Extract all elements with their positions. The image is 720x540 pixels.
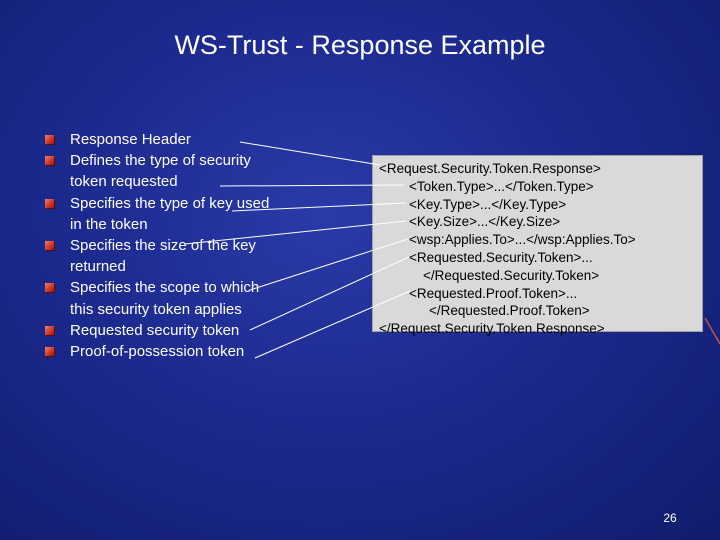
square-bullet-icon xyxy=(45,135,54,144)
code-line: <Key.Type>...</Key.Type> xyxy=(409,196,567,212)
connector-edge-stub xyxy=(704,317,720,345)
code-line: <Token.Type>...</Token.Type> xyxy=(409,178,594,194)
code-line: </Request.Security.Token.Response> xyxy=(379,321,605,337)
bullet-text: Proof-of-possession token xyxy=(70,343,245,361)
bullet-token-type: Defines the type of security token reque… xyxy=(45,150,280,192)
slide-number: 26 xyxy=(663,511,677,525)
code-line: <Requested.Proof.Token>... xyxy=(409,285,578,301)
xml-code-box: <Request.Security.Token.Response> <Token… xyxy=(372,155,703,336)
code-line: <Key.Size>...</Key.Size> xyxy=(409,214,561,230)
bullet-applies-to: Specifies the scope to which this securi… xyxy=(45,277,280,319)
code-line: <Requested.Security.Token>... xyxy=(409,249,593,265)
bullet-text: this security token applies xyxy=(70,300,242,318)
code-line: </Requested.Security.Token> xyxy=(423,267,600,283)
bullet-proof-token: Proof-of-possession token xyxy=(45,341,280,362)
bullet-text: in the token xyxy=(70,215,148,233)
bullet-text: Specifies the size of the key xyxy=(70,237,256,255)
bullet-requested-token: Requested security token xyxy=(45,320,280,341)
bullet-text: Specifies the scope to which xyxy=(70,279,260,297)
bullet-text: Response Header xyxy=(70,131,191,148)
bullet-list: Response Header Defines the type of secu… xyxy=(45,129,280,362)
bullet-text: Requested security token xyxy=(70,321,240,339)
square-bullet-icon xyxy=(45,198,54,208)
code-line: <wsp:Applies.To>...</wsp:Applies.To> xyxy=(409,232,636,248)
code-line: </Requested.Proof.Token> xyxy=(429,303,590,319)
bullet-text: Defines the type of security xyxy=(70,152,251,170)
square-bullet-icon xyxy=(45,325,54,335)
square-bullet-icon xyxy=(45,156,54,166)
slide-title: WS-Trust - Response Example xyxy=(174,30,546,60)
bullet-key-type: Specifies the type of key used in the to… xyxy=(45,193,280,235)
bullet-response-header: Response Header xyxy=(45,129,280,150)
square-bullet-icon xyxy=(45,283,54,293)
bullet-key-size: Specifies the size of the key returned xyxy=(45,235,280,277)
square-bullet-icon xyxy=(45,347,54,357)
bullet-text: token requested xyxy=(70,173,178,191)
bullet-text: Specifies the type of key used xyxy=(70,194,270,212)
square-bullet-icon xyxy=(45,241,54,251)
bullet-text: returned xyxy=(70,258,126,276)
code-line: <Request.Security.Token.Response> xyxy=(379,161,601,176)
